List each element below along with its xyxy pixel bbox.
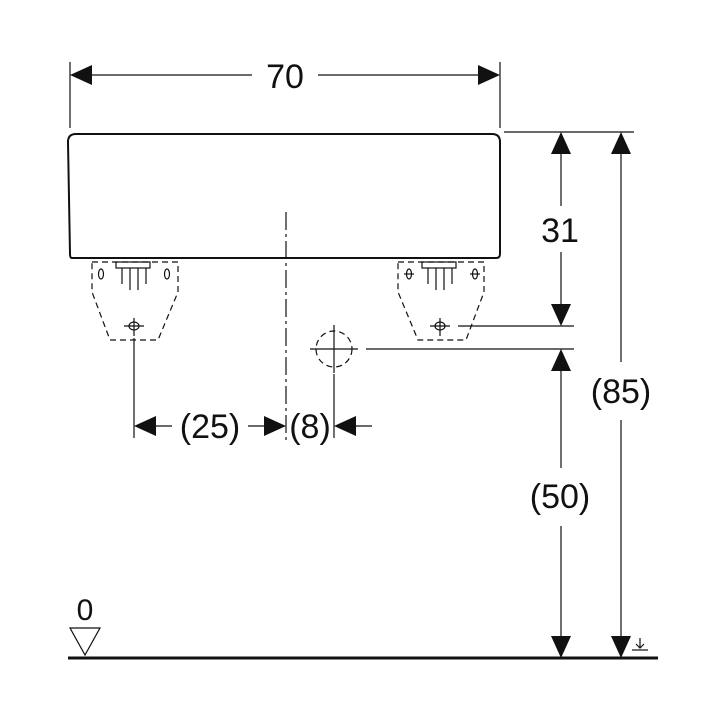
- dim-width-label: 70: [266, 58, 304, 96]
- floor-level-label: 0: [77, 594, 94, 627]
- dim-waste-offset-label: (8): [289, 408, 331, 446]
- left-bracket: [91, 261, 179, 341]
- floor-symbol-icon: [632, 638, 648, 651]
- waste-outlet: [310, 325, 358, 373]
- dim-total-height: (85): [591, 132, 651, 658]
- basin-outline: [66, 133, 501, 259]
- dim-waste-height-label: (50): [530, 478, 590, 516]
- dim-waste-height: (50): [530, 349, 590, 658]
- dim-total-height-label: (85): [591, 373, 651, 411]
- right-bracket: [397, 261, 485, 341]
- dim-basin-height-label: 31: [541, 212, 579, 250]
- dim-width: 70: [70, 58, 500, 96]
- dim-horizontal-offsets: (25) (8): [134, 408, 372, 446]
- floor-level-marker: 0: [68, 594, 102, 657]
- dim-bracket-offset-label: (25): [180, 408, 240, 446]
- dim-basin-height: 31: [541, 132, 579, 326]
